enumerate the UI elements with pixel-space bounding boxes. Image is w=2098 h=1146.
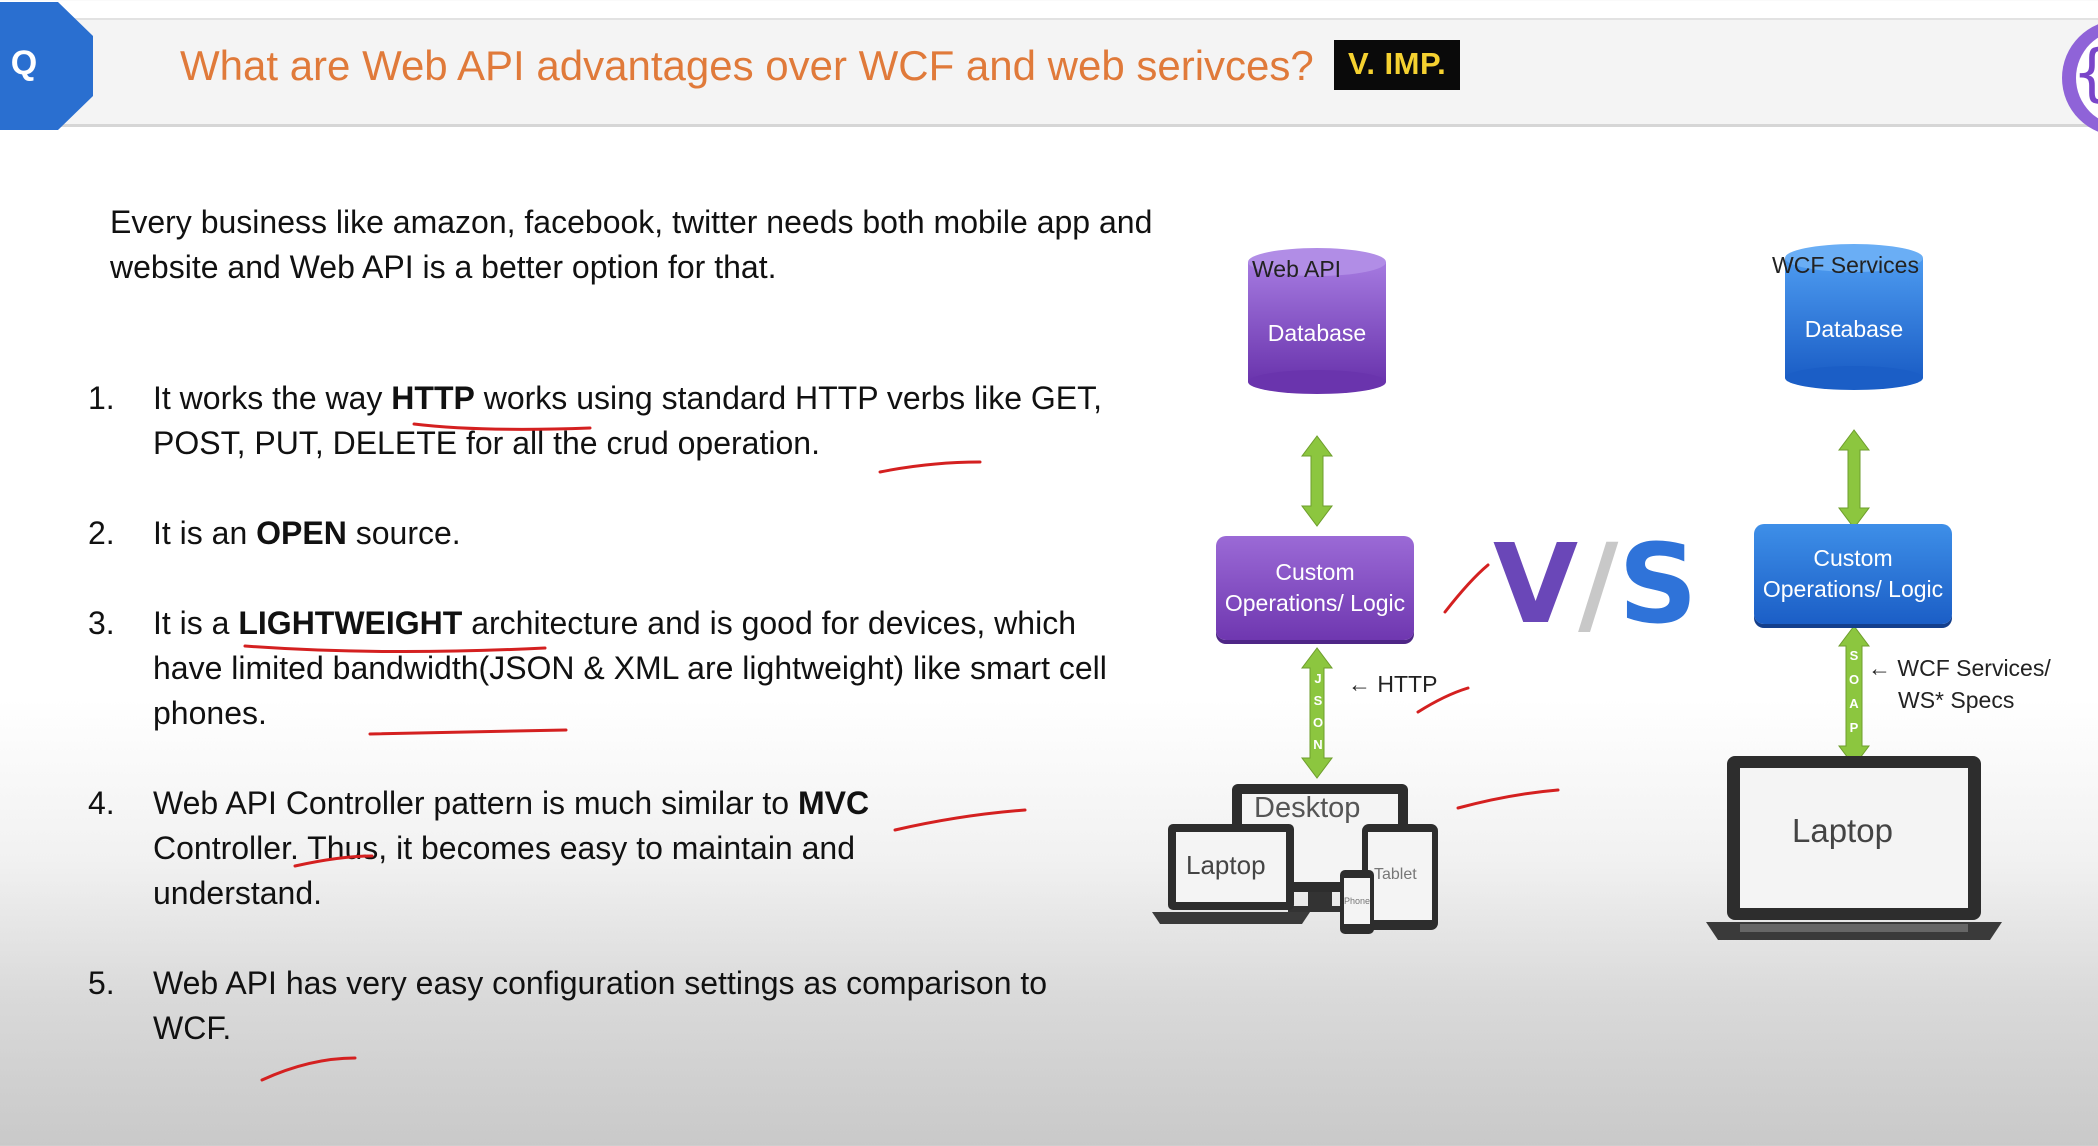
- wcf-note-line1: ← WCF Services/: [1868, 655, 2051, 681]
- list-text: It is an OPEN source.: [153, 515, 461, 551]
- logic-box-right: Custom Operations/ Logic: [1754, 524, 1952, 624]
- list-text: Web API has very easy configuration sett…: [153, 965, 1048, 1046]
- tick-vs: [1443, 563, 1490, 614]
- logic-label-right: Custom Operations/ Logic: [1762, 545, 1944, 602]
- slide-title: What are Web API advantages over WCF and…: [180, 42, 1314, 89]
- phone-icon: [1340, 870, 1374, 934]
- logic-label-left: Custom Operations/ Logic: [1224, 559, 1406, 616]
- laptop-label-large: Laptop: [1792, 812, 1893, 849]
- underline-mvc: [893, 808, 1027, 832]
- http-note: ← HTTP: [1348, 671, 1438, 697]
- database-label-right: Database: [1804, 316, 1904, 342]
- double-arrow-left-top: [1301, 435, 1333, 527]
- wcf-note-line2: WS* Specs: [1898, 687, 2015, 713]
- list-number: 5.: [88, 965, 115, 1001]
- slide-header: [0, 18, 2098, 127]
- underline-http: [412, 422, 592, 431]
- tick-devices: [1456, 788, 1560, 810]
- underline-controller: [293, 854, 374, 868]
- underline-phones: [368, 728, 568, 736]
- logic-box-left: Custom Operations/ Logic: [1216, 536, 1414, 640]
- list-number: 3.: [88, 605, 115, 641]
- webapi-label: Web API: [1252, 256, 1342, 282]
- list-number: 1.: [88, 380, 115, 416]
- tablet-label: Tablet: [1374, 866, 1417, 883]
- intro-text: Every business like amazon, facebook, tw…: [110, 204, 1153, 285]
- list-text: It works the way HTTP works using standa…: [153, 380, 1103, 461]
- list-number: 2.: [88, 515, 115, 551]
- database-label-left: Database: [1267, 320, 1367, 346]
- list-text: Web API Controller pattern is much simil…: [153, 785, 870, 911]
- versus-mark: V/S: [1493, 520, 1698, 648]
- underline-wcf: [260, 1056, 357, 1082]
- underline-lightweight: [243, 644, 547, 654]
- tick-http: [1416, 686, 1470, 714]
- list-number: 4.: [88, 785, 115, 821]
- soap-letters: S O A P: [1848, 648, 1860, 735]
- tablet-icon: [1362, 824, 1438, 930]
- question-tab: [0, 2, 93, 130]
- underline-crud: [878, 460, 982, 474]
- webapi-vs-wcf-diagram: Web API WCF Services Database Database C…: [1140, 240, 2080, 960]
- database-icon-right: [1785, 244, 1923, 390]
- desktop-label: Desktop: [1254, 792, 1361, 824]
- double-arrow-right-top: [1838, 429, 1870, 529]
- diagram-art: [1152, 244, 2002, 940]
- phone-label: Phone: [1344, 896, 1371, 906]
- question-label: Q: [10, 44, 38, 82]
- json-letters: J S O N: [1312, 671, 1324, 752]
- laptop-label-small: Laptop: [1186, 850, 1266, 880]
- laptop-icon-small: [1152, 824, 1310, 924]
- database-icon-left: [1248, 248, 1386, 394]
- importance-badge: V. IMP.: [1334, 40, 1461, 90]
- wcf-services-label: WCF Services: [1772, 252, 1919, 278]
- double-arrow-left-bottom: [1301, 647, 1333, 779]
- list-text: It is a LIGHTWEIGHT architecture and is …: [153, 605, 1107, 731]
- laptop-icon-large: [1706, 756, 2002, 940]
- brace-icon: {: [2072, 36, 2098, 109]
